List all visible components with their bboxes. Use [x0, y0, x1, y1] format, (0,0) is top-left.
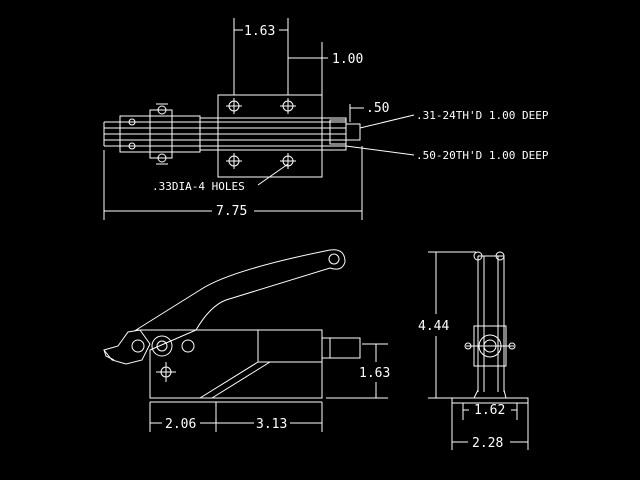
dim-3-13: 3.13	[256, 417, 287, 432]
dim-1-00-top: 1.00	[332, 52, 363, 67]
dim-4-44: 4.44	[418, 319, 449, 334]
note-thread-050: .50-20TH'D 1.00 DEEP	[416, 149, 549, 162]
dim-1-63-side: 1.63	[359, 366, 390, 381]
dim-1-63-top: 1.63	[244, 24, 275, 39]
end-view: 4.44 1.62 2.28	[418, 251, 529, 451]
top-view: 1.63 1.00 .50	[103, 18, 549, 220]
note-holes: .33DIA-4 HOLES	[152, 180, 245, 193]
dim-7-75: 7.75	[216, 204, 247, 219]
dim-2-28: 2.28	[472, 436, 503, 451]
note-thread-031: .31-24TH'D 1.00 DEEP	[416, 109, 549, 122]
dim-1-62: 1.62	[474, 403, 505, 418]
dim-0-50-top: .50	[366, 101, 389, 116]
dim-2-06: 2.06	[165, 417, 196, 432]
side-view: 1.63 2.06 3.13	[103, 249, 390, 432]
